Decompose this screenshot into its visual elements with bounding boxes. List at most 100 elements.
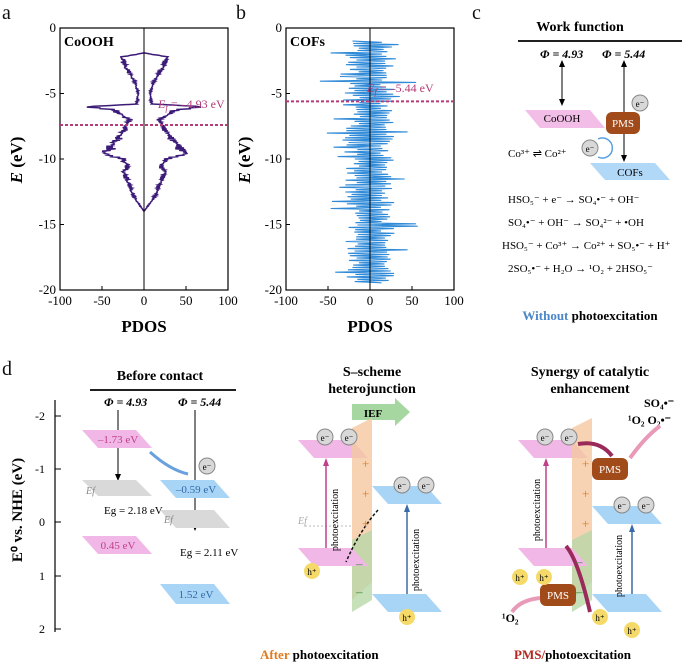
x-tick-label: -100 — [48, 293, 72, 308]
electron-icon — [581, 139, 599, 157]
svg-text:e⁻: e⁻ — [541, 433, 550, 443]
d-y-axis-label: E⁰ vs. NHE (eV) — [10, 458, 26, 562]
phi-cooh: Φ = 4.93 — [540, 47, 583, 61]
svg-text:Eg = 2.11 eV: Eg = 2.11 eV — [180, 547, 238, 559]
svg-text:1.52 eV: 1.52 eV — [179, 589, 214, 601]
svg-text:e⁻: e⁻ — [345, 433, 354, 443]
svg-text:h⁺: h⁺ — [539, 573, 549, 583]
x-axis-label: PDOS — [121, 317, 166, 336]
svg-text:e⁻: e⁻ — [565, 433, 574, 443]
x-tick-label: -50 — [319, 293, 336, 308]
svg-text:Ef: Ef — [163, 515, 174, 526]
svg-text:+: + — [582, 486, 589, 501]
svg-text:+: + — [582, 456, 589, 471]
svg-text:e⁻: e⁻ — [398, 481, 407, 491]
svg-text:-1: -1 — [35, 462, 45, 476]
svg-text:¹O₂ O₂•⁻: ¹O₂ O₂•⁻ — [628, 413, 671, 427]
svg-text:heterojunction: heterojunction — [328, 382, 416, 397]
cooh-plane — [525, 110, 605, 128]
svg-text:photoexcitation: photoexcitation — [532, 479, 543, 541]
y-tick-label: -10 — [39, 151, 56, 166]
svg-text:enhancement: enhancement — [550, 382, 630, 397]
svg-text:–0.59 eV: –0.59 eV — [175, 484, 216, 496]
svg-text:+: + — [362, 516, 369, 531]
equation-1: HSO₅⁻ + e⁻ → SO₄•⁻ + OH⁻ — [508, 194, 640, 206]
x-tick-label: -50 — [93, 293, 110, 308]
x-tick-label: 0 — [367, 293, 374, 308]
panel-label-d: d — [2, 358, 12, 380]
y-tick-label: -15 — [39, 217, 56, 232]
pdos-curve-cofs — [319, 40, 418, 284]
equation-3: HSO₅⁻ + Co³⁺ → Co²⁺ + SO₅•⁻ + H⁺ — [502, 240, 671, 252]
svg-text:–: – — [575, 554, 583, 569]
svg-text:–: – — [355, 584, 363, 599]
svg-text:h⁺: h⁺ — [595, 613, 605, 623]
y-tick-label: 0 — [50, 20, 57, 35]
x-tick-label: 100 — [218, 293, 238, 308]
panel-label-b: b — [236, 2, 246, 24]
phi-cofs: Φ = 5.44 — [602, 47, 645, 61]
svg-text:Synergy of catalytic: Synergy of catalytic — [531, 365, 649, 380]
svg-text:e⁻: e⁻ — [618, 501, 627, 511]
work-function-title: Work function — [536, 20, 624, 35]
svg-text:–: – — [355, 556, 363, 571]
y-tick-label: -10 — [265, 151, 282, 166]
x-tick-label: 50 — [406, 293, 419, 308]
x-tick-label: 50 — [180, 293, 193, 308]
pms-badge — [606, 112, 640, 134]
fermi-annotation: Ef = –5.44 eV — [366, 81, 434, 97]
inset-label: COFs — [290, 35, 326, 50]
svg-text:Ef: Ef — [85, 486, 96, 497]
svg-text:photoexcitation: photoexcitation — [614, 535, 625, 597]
d-y-ticks: -2 -1 0 1 2 — [35, 409, 61, 636]
svg-text:–: – — [575, 584, 583, 599]
svg-text:Before contact: Before contact — [117, 369, 204, 384]
svg-text:h⁺: h⁺ — [515, 573, 525, 583]
svg-text:2: 2 — [39, 622, 45, 636]
panel-label-a: a — [2, 2, 11, 24]
svg-text:e⁻: e⁻ — [321, 433, 330, 443]
svg-text:photoexcitation: photoexcitation — [330, 489, 341, 551]
x-tick-label: 100 — [444, 293, 464, 308]
svg-text:PMS: PMS — [612, 118, 634, 130]
svg-text:0: 0 — [39, 515, 45, 529]
svg-text:PMS: PMS — [547, 590, 569, 602]
svg-text:PMS: PMS — [599, 464, 621, 476]
svg-text:COFs: COFs — [617, 167, 643, 179]
svg-text:IEF: IEF — [364, 408, 383, 420]
y-tick-label: 0 — [276, 20, 283, 35]
inset-label: CoOOH — [64, 35, 114, 50]
equation-4: 2SO₅•⁻ + H₂O → ¹O₂ + 2HSO₅⁻ — [508, 263, 653, 275]
svg-text:PMS/photoexcitation: PMS/photoexcitation — [514, 647, 632, 662]
y-tick-label: -5 — [45, 86, 56, 101]
svg-text:h⁺: h⁺ — [402, 613, 412, 623]
equation-2: SO₄•⁻ + OH⁻ → SO₄²⁻ + •OH — [508, 217, 644, 229]
y-tick-label: -20 — [265, 282, 282, 297]
svg-text:e⁻: e⁻ — [636, 99, 645, 109]
y-tick-label: -20 — [39, 282, 56, 297]
svg-text:-2: -2 — [35, 409, 45, 423]
svg-text:e⁻: e⁻ — [586, 144, 595, 154]
svg-text:e⁻: e⁻ — [203, 462, 212, 472]
x-axis-label: PDOS — [347, 317, 392, 336]
y-tick-label: -5 — [271, 86, 282, 101]
svg-text:Eg = 2.18 eV: Eg = 2.18 eV — [104, 505, 163, 517]
y-axis-label: E (eV) — [235, 137, 254, 185]
svg-text:CoOOH: CoOOH — [544, 113, 581, 125]
fermi-annotation: Ef = –4.93 eV — [157, 97, 225, 113]
svg-text:e⁻: e⁻ — [422, 481, 431, 491]
electron-icon — [631, 94, 649, 112]
caption-c: Without photoexcitation — [522, 308, 658, 323]
svg-text:h⁺: h⁺ — [627, 626, 637, 636]
svg-text:–1.73 eV: –1.73 eV — [97, 434, 138, 446]
svg-text:After photoexcitation: After photoexcitation — [260, 647, 379, 662]
svg-text:0.45 eV: 0.45 eV — [101, 540, 136, 552]
svg-text:1: 1 — [39, 569, 45, 583]
svg-text:+: + — [362, 486, 369, 501]
svg-text:photoexcitation: photoexcitation — [411, 529, 422, 591]
svg-text:S–scheme: S–scheme — [343, 365, 401, 380]
svg-text:Φ = 5.44: Φ = 5.44 — [178, 395, 221, 409]
svg-text:Ef: Ef — [297, 516, 308, 527]
co-cycle: Co³⁺ ⇌ Co²⁺ — [508, 148, 567, 160]
